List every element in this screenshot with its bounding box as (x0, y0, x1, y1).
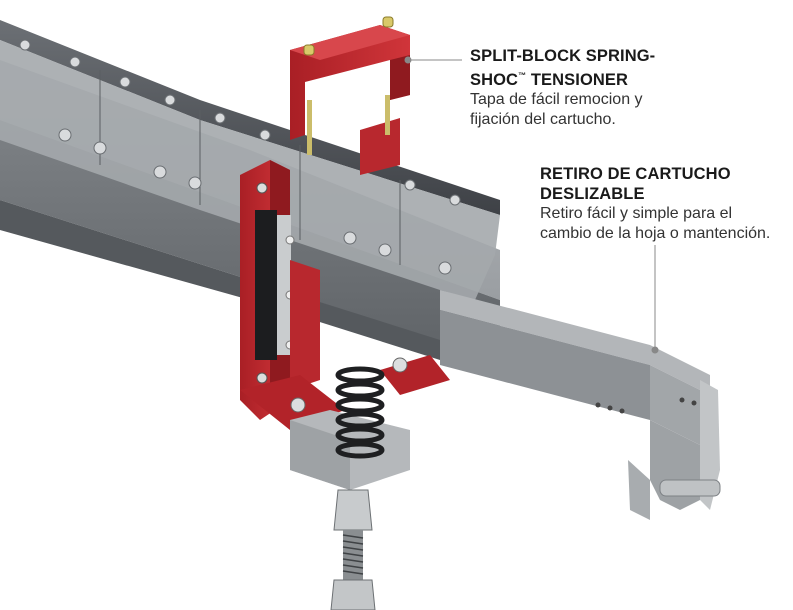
split-block-tensioner (290, 16, 410, 175)
title-line-1: RETIRO DE CARTUCHO (540, 165, 731, 183)
callout-sliding-cartridge: RETIRO DE CARTUCHO DESLIZABLE Retiro fác… (540, 164, 793, 244)
callout-tensioner-desc: Tapa de fácil remocion y fijación del ca… (470, 90, 790, 130)
callout-tensioner-title: SPLIT-BLOCK SPRING- SHOC™ TENSIONER (470, 46, 790, 90)
title-line-2: SHOC™ TENSIONER (470, 66, 790, 90)
callout-cartridge-title: RETIRO DE CARTUCHO DESLIZABLE (540, 164, 793, 204)
desc-line-2: fijación del cartucho. (470, 111, 616, 128)
title-line-2-main: SHOC (470, 71, 519, 89)
desc-line-1: Tapa de fácil remocion y (470, 91, 643, 108)
title-line-1: SPLIT-BLOCK SPRING- (470, 47, 656, 65)
desc-line-2: cambio de la hoja o mantención. (540, 225, 771, 242)
title-line-2: DESLIZABLE (540, 185, 645, 203)
blade-bolts (19, 39, 461, 275)
trademark-symbol: ™ (518, 71, 527, 80)
sliding-cartridge (440, 290, 721, 520)
spring-assembly (290, 357, 410, 490)
callout-tensioner: SPLIT-BLOCK SPRING- SHOC™ TENSIONER Tapa… (470, 46, 790, 130)
leader-lines (404, 56, 659, 354)
threaded-rod (330, 489, 376, 610)
callout-cartridge-desc: Retiro fácil y simple para el cambio de … (540, 204, 793, 244)
desc-line-1: Retiro fácil y simple para el (540, 205, 733, 222)
title-line-2-end: TENSIONER (526, 71, 629, 89)
